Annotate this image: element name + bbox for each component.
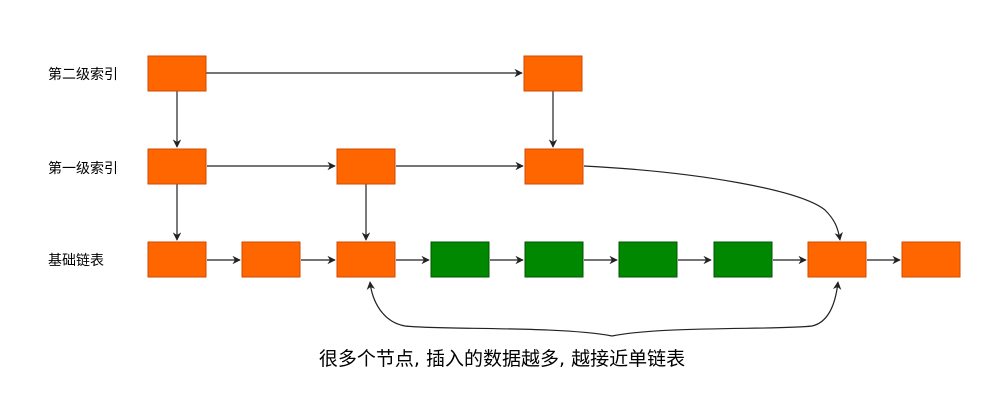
node-b5-inserted <box>618 241 678 278</box>
level1-index-label: 第一级索引 <box>48 161 118 177</box>
node-l1-0 <box>147 148 207 185</box>
base-nodes <box>147 241 961 278</box>
node-l1-1 <box>336 148 396 185</box>
node-b2 <box>336 241 396 278</box>
caption-bracket-arrow <box>366 281 613 337</box>
level2-index-label: 第二级索引 <box>48 67 118 83</box>
base-list-label: 基础链表 <box>48 253 104 269</box>
node-l1-2 <box>524 148 584 185</box>
caption-text: 很多个节点, 插入的数据越多, 越接近单链表 <box>318 348 686 370</box>
node-b7 <box>807 241 867 278</box>
level2-nodes <box>147 55 583 92</box>
level1-nodes <box>147 148 584 185</box>
node-b4-inserted <box>524 241 584 278</box>
node-b3-inserted <box>430 241 490 278</box>
node-l2-0 <box>147 55 207 92</box>
node-l2-1 <box>523 55 583 92</box>
node-b0 <box>147 241 207 278</box>
node-b8 <box>901 241 961 278</box>
edge-l1-2-to-base-7 <box>583 165 843 241</box>
node-b6-inserted <box>713 241 773 278</box>
node-b1 <box>241 241 301 278</box>
